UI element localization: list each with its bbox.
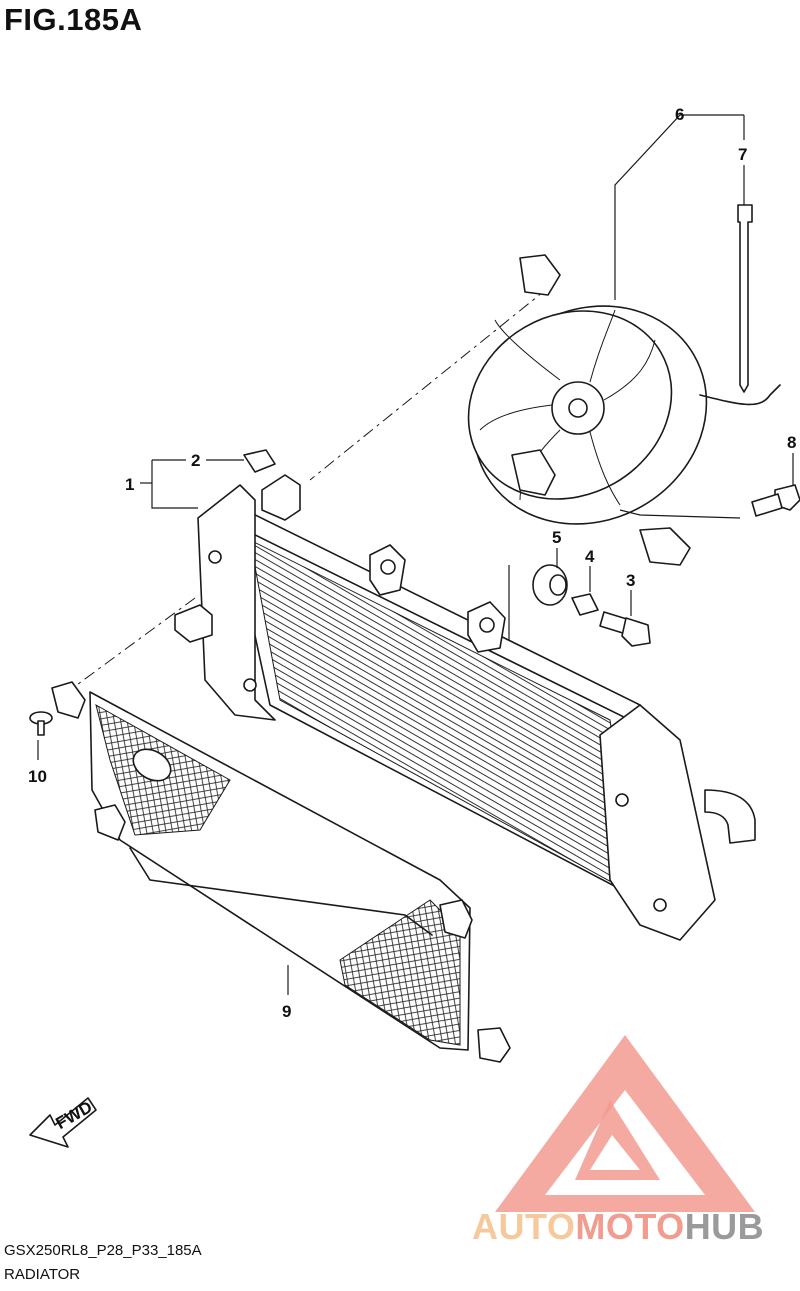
callout-2: 2 (191, 451, 200, 470)
brand-part-3: HUB (684, 1206, 765, 1247)
mounting-bolt (599, 611, 651, 647)
callout-5: 5 (552, 528, 561, 547)
radiator-core (174, 474, 756, 941)
assembly-guide-lines (69, 287, 549, 691)
fwd-arrow: FWD (29, 1097, 97, 1148)
brand-part-1: AUTO (472, 1206, 576, 1247)
callout-6: 6 (675, 105, 684, 124)
cooling-fan (467, 254, 781, 566)
callout-8: 8 (787, 433, 796, 452)
diagram-caption: RADIATOR (4, 1266, 81, 1283)
fan-bolt (751, 484, 800, 517)
grommet (532, 564, 568, 606)
brand-part-2: MOTO (575, 1206, 685, 1247)
collar (571, 593, 599, 616)
brand-wordmark: AUTOMOTOHUB (472, 1206, 764, 1248)
guard-screw (29, 711, 53, 736)
callout-4: 4 (585, 547, 595, 566)
callout-3: 3 (626, 571, 635, 590)
callout-7: 7 (738, 145, 747, 164)
clip-nut (243, 449, 276, 473)
callout-leaders (37, 114, 794, 995)
cable-tie (737, 204, 753, 393)
callout-10: 10 (28, 767, 47, 786)
figure-title: FIG.185A (4, 2, 143, 37)
model-code: GSX250RL8_P28_P33_185A (4, 1242, 202, 1259)
callout-1: 1 (125, 475, 134, 494)
callout-9: 9 (282, 1002, 291, 1021)
radiator-guard (51, 681, 511, 1063)
brand-logo (495, 1035, 755, 1212)
